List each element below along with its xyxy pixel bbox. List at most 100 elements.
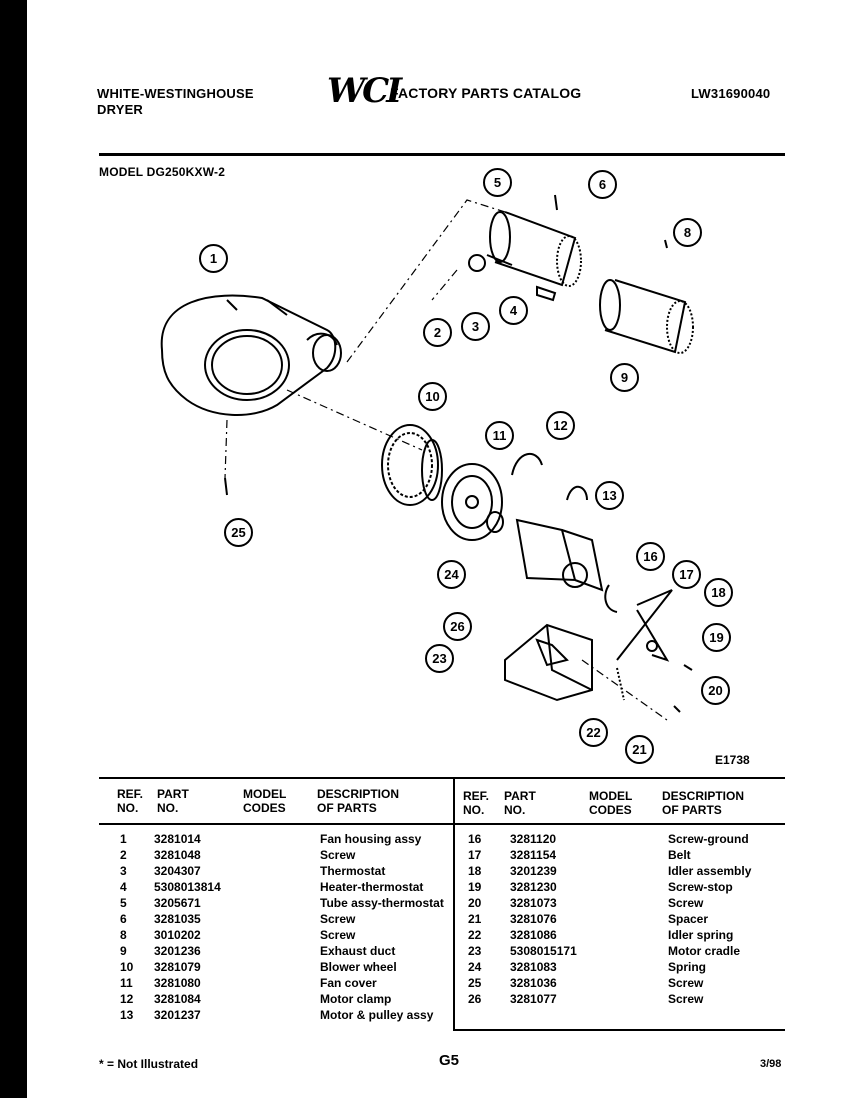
left-ref-header: REF.NO. (117, 787, 144, 815)
description-cell: Tube assy-thermostat (320, 896, 444, 910)
callout-24: 24 (437, 560, 466, 589)
ref-cell: 10 (120, 960, 134, 974)
ref-cell: 20 (468, 896, 482, 910)
thermostat-drawing (468, 254, 486, 272)
ref-cell: 24 (468, 960, 482, 974)
part-no-cell: 3281035 (154, 912, 201, 926)
table-head-rule (99, 823, 785, 825)
ref-cell: 18 (468, 864, 482, 878)
ref-cell: 13 (120, 1008, 134, 1022)
description-cell: Exhaust duct (320, 944, 396, 958)
part-no-cell: 3281080 (154, 976, 201, 990)
motor-clamp-drawing (511, 453, 543, 476)
part-no-cell: 3281120 (510, 832, 557, 846)
part-no-cell: 5308013814 (154, 880, 221, 894)
callout-8: 8 (673, 218, 702, 247)
screw-marks-drawing (224, 194, 693, 713)
table-row: 24 3281083 Spring (468, 960, 798, 976)
callout-5: 5 (483, 168, 512, 197)
ref-cell: 19 (468, 880, 482, 894)
model-label: MODEL DG250KXW-2 (99, 165, 226, 179)
description-cell: Screw-ground (668, 832, 749, 846)
part-no-cell: 5308015171 (510, 944, 577, 958)
table-row: 26 3281077 Screw (468, 992, 798, 1008)
part-no-cell: 3281076 (510, 912, 557, 926)
ref-cell: 12 (120, 992, 134, 1006)
part-no-cell: 3281230 (510, 880, 557, 894)
ref-cell: 9 (120, 944, 127, 958)
ref-cell: 5 (120, 896, 127, 910)
header-rule (99, 153, 785, 156)
table-bottom-rule (453, 1029, 785, 1031)
part-no-cell: 3281048 (154, 848, 201, 862)
blower-wheel-drawing (381, 424, 443, 506)
description-cell: Heater-thermostat (320, 880, 424, 894)
right-ref-header: REF.NO. (463, 789, 490, 817)
not-illustrated-note: * = Not Illustrated (99, 1057, 199, 1071)
part-no-cell: 3201236 (154, 944, 201, 958)
table-row: 19 3281230 Screw-stop (468, 880, 798, 896)
callout-20: 20 (701, 676, 730, 705)
table-row: 16 3281120 Screw-ground (468, 832, 798, 848)
exhaust-duct-drawing (599, 279, 694, 354)
description-cell: Screw (668, 992, 704, 1006)
description-cell: Fan housing assy (320, 832, 422, 846)
ref-cell: 16 (468, 832, 482, 846)
part-no-cell: 3201237 (154, 1008, 201, 1022)
ref-cell: 6 (120, 912, 127, 926)
ref-cell: 22 (468, 928, 482, 942)
description-cell: Screw (668, 976, 704, 990)
idler-assembly-drawing (604, 584, 673, 662)
callout-2: 2 (423, 318, 452, 347)
part-no-cell: 3281014 (154, 832, 201, 846)
motor-cradle-drawing (504, 623, 593, 702)
ref-cell: 17 (468, 848, 482, 862)
description-cell: Screw-stop (668, 880, 733, 894)
description-cell: Thermostat (320, 864, 386, 878)
table-row: 1 3281014 Fan housing assy (120, 832, 450, 848)
ref-cell: 8 (120, 928, 127, 942)
description-cell: Screw (668, 896, 704, 910)
ref-cell: 1 (120, 832, 127, 846)
description-cell: Spring (668, 960, 706, 974)
brand-line-2: DRYER (97, 102, 144, 117)
part-no-cell: 3201239 (510, 864, 557, 878)
callout-3: 3 (461, 312, 490, 341)
callout-17: 17 (672, 560, 701, 589)
part-no-cell: 3281077 (510, 992, 557, 1006)
ref-cell: 11 (120, 976, 133, 990)
table-top-rule (99, 777, 785, 779)
fan-cover-drawing (441, 463, 503, 541)
description-cell: Blower wheel (320, 960, 397, 974)
catalog-number: LW31690040 (691, 86, 771, 101)
part-no-cell: 3281083 (510, 960, 557, 974)
exploded-parts-diagram (160, 194, 694, 721)
ref-cell: 23 (468, 944, 482, 958)
callout-23: 23 (425, 644, 454, 673)
description-cell: Motor clamp (320, 992, 392, 1006)
callout-1: 1 (199, 244, 228, 273)
idler-spring-drawing (616, 667, 625, 701)
catalog-date: 3/98 (760, 1058, 782, 1070)
ref-cell: 26 (468, 992, 482, 1006)
catalog-page: WHITE-WESTINGHOUSE DRYER WCI FACTORY PAR… (27, 0, 848, 1098)
part-no-cell: 3205671 (154, 896, 201, 910)
figure-code: E1738 (715, 753, 750, 767)
description-cell: Screw (320, 928, 356, 942)
callout-22: 22 (579, 718, 608, 747)
